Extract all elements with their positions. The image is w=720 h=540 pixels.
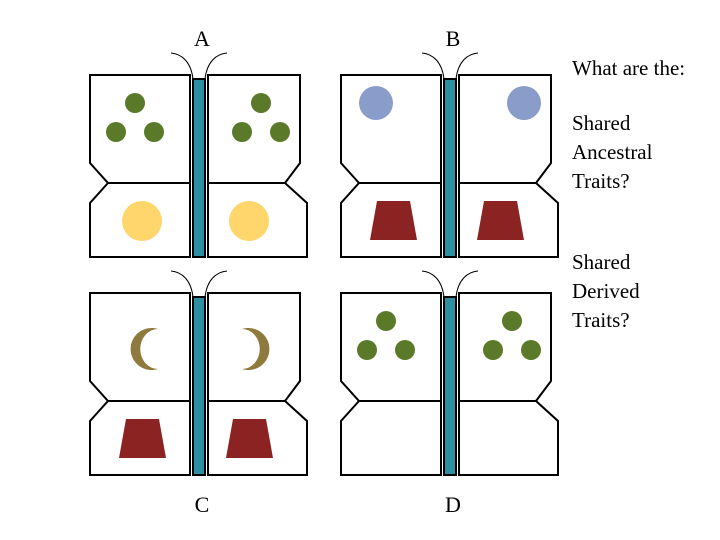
butterfly-body bbox=[443, 78, 457, 258]
yellow-circle bbox=[229, 201, 269, 241]
left-antenna bbox=[170, 52, 194, 80]
derived-line-2: Derived bbox=[572, 279, 640, 303]
label-a: A bbox=[194, 26, 210, 51]
butterfly-d bbox=[340, 270, 559, 476]
red-trapezoid bbox=[119, 419, 166, 458]
green-dot bbox=[251, 93, 271, 113]
left-upper-wing bbox=[340, 292, 442, 402]
red-trapezoid bbox=[226, 419, 273, 458]
red-trapezoid bbox=[477, 201, 524, 240]
left-antenna bbox=[421, 270, 445, 298]
green-dot bbox=[521, 340, 541, 360]
green-dot bbox=[502, 311, 522, 331]
blue-circle bbox=[507, 86, 541, 120]
green-dot bbox=[144, 122, 164, 142]
yellow-circle bbox=[122, 201, 162, 241]
butterfly-c bbox=[89, 270, 308, 476]
green-dot bbox=[357, 340, 377, 360]
green-dot bbox=[395, 340, 415, 360]
butterfly-body bbox=[192, 296, 206, 476]
right-antenna bbox=[455, 270, 479, 298]
ancestral-line-3: Traits? bbox=[572, 169, 630, 193]
green-dot bbox=[376, 311, 396, 331]
olive-crescent bbox=[242, 328, 270, 370]
question-intro: What are the: bbox=[572, 56, 686, 80]
derived-line-3: Traits? bbox=[572, 308, 630, 332]
right-antenna bbox=[455, 52, 479, 80]
right-upper-wing bbox=[207, 292, 301, 402]
right-upper-wing bbox=[458, 292, 552, 402]
butterfly-body bbox=[192, 78, 206, 258]
green-dot bbox=[106, 122, 126, 142]
red-trapezoid bbox=[370, 201, 417, 240]
butterfly-body bbox=[443, 296, 457, 476]
left-antenna bbox=[170, 270, 194, 298]
green-dot bbox=[232, 122, 252, 142]
label-c: C bbox=[194, 492, 210, 517]
left-upper-wing bbox=[89, 74, 191, 184]
label-b: B bbox=[445, 26, 461, 51]
green-dot bbox=[125, 93, 145, 113]
left-antenna bbox=[421, 52, 445, 80]
blue-circle bbox=[359, 86, 393, 120]
butterfly-b bbox=[340, 52, 559, 258]
derived-line-1: Shared bbox=[572, 250, 631, 274]
right-upper-wing bbox=[207, 74, 301, 184]
ancestral-line-2: Ancestral bbox=[572, 140, 653, 164]
right-antenna bbox=[204, 270, 228, 298]
right-lower-wing bbox=[458, 400, 559, 476]
left-upper-wing bbox=[340, 74, 442, 184]
right-antenna bbox=[204, 52, 228, 80]
right-upper-wing bbox=[458, 74, 552, 184]
ancestral-line-1: Shared bbox=[572, 111, 631, 135]
left-lower-wing bbox=[340, 400, 442, 476]
green-dot bbox=[483, 340, 503, 360]
olive-crescent bbox=[130, 327, 158, 370]
question-panel: What are the: Shared Ancestral Traits? S… bbox=[572, 54, 685, 335]
butterfly-a bbox=[89, 52, 308, 258]
green-dot bbox=[270, 122, 290, 142]
label-d: D bbox=[445, 492, 461, 517]
